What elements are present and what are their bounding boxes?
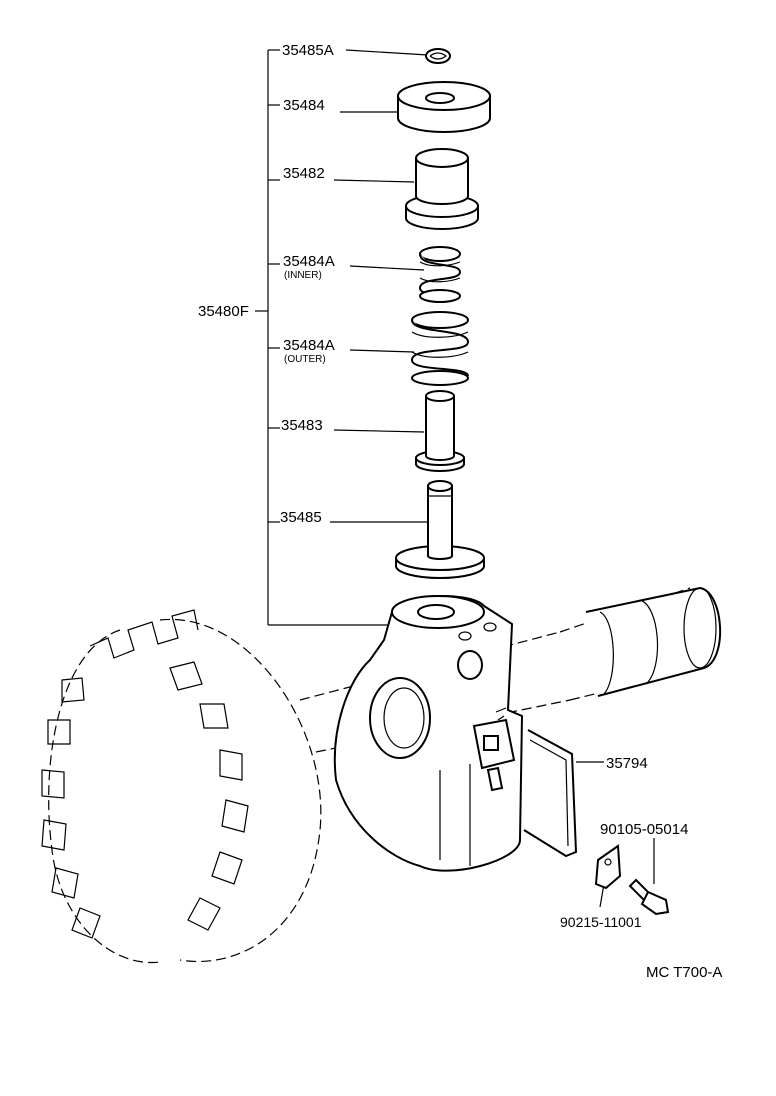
assembly-bracket <box>255 49 392 626</box>
label-35485: 35485 <box>280 509 322 526</box>
retainer-clip-35485A <box>425 48 451 64</box>
valve-35485 <box>395 480 485 579</box>
label-35794: 35794 <box>606 755 648 772</box>
label-35482: 35482 <box>283 165 325 182</box>
label-35484A-inner: 35484A <box>283 253 335 270</box>
part-labels: 35485A 35484 35482 35484A (INNER) 35480F… <box>198 42 722 981</box>
plunger-35482 <box>405 148 479 230</box>
sleeve-35483 <box>415 390 465 472</box>
seat-ring-35484 <box>397 81 491 133</box>
label-90215-11001: 90215-11001 <box>560 914 642 930</box>
wire-clip-35794 <box>523 729 578 858</box>
label-90105-05014: 90105-05014 <box>600 821 688 838</box>
label-inner-note: (INNER) <box>284 270 322 281</box>
lock-plate-90215-11001 <box>594 844 622 890</box>
label-outer-note: (OUTER) <box>284 354 326 365</box>
catalog-code: MC T700-A <box>646 964 722 981</box>
label-35484: 35484 <box>283 97 325 114</box>
outer-spring-35484A <box>410 311 470 386</box>
label-35484A-outer: 35484A <box>283 337 335 354</box>
inner-spring-35484A <box>418 246 462 303</box>
label-35483: 35483 <box>281 417 323 434</box>
governor-body <box>333 595 524 872</box>
leader-lines <box>330 49 655 908</box>
gear-ring <box>41 609 322 964</box>
governor-shaft <box>299 586 722 753</box>
label-35480F: 35480F <box>198 303 249 320</box>
label-35485A: 35485A <box>282 42 334 59</box>
bolt-90105-05014 <box>628 878 670 916</box>
